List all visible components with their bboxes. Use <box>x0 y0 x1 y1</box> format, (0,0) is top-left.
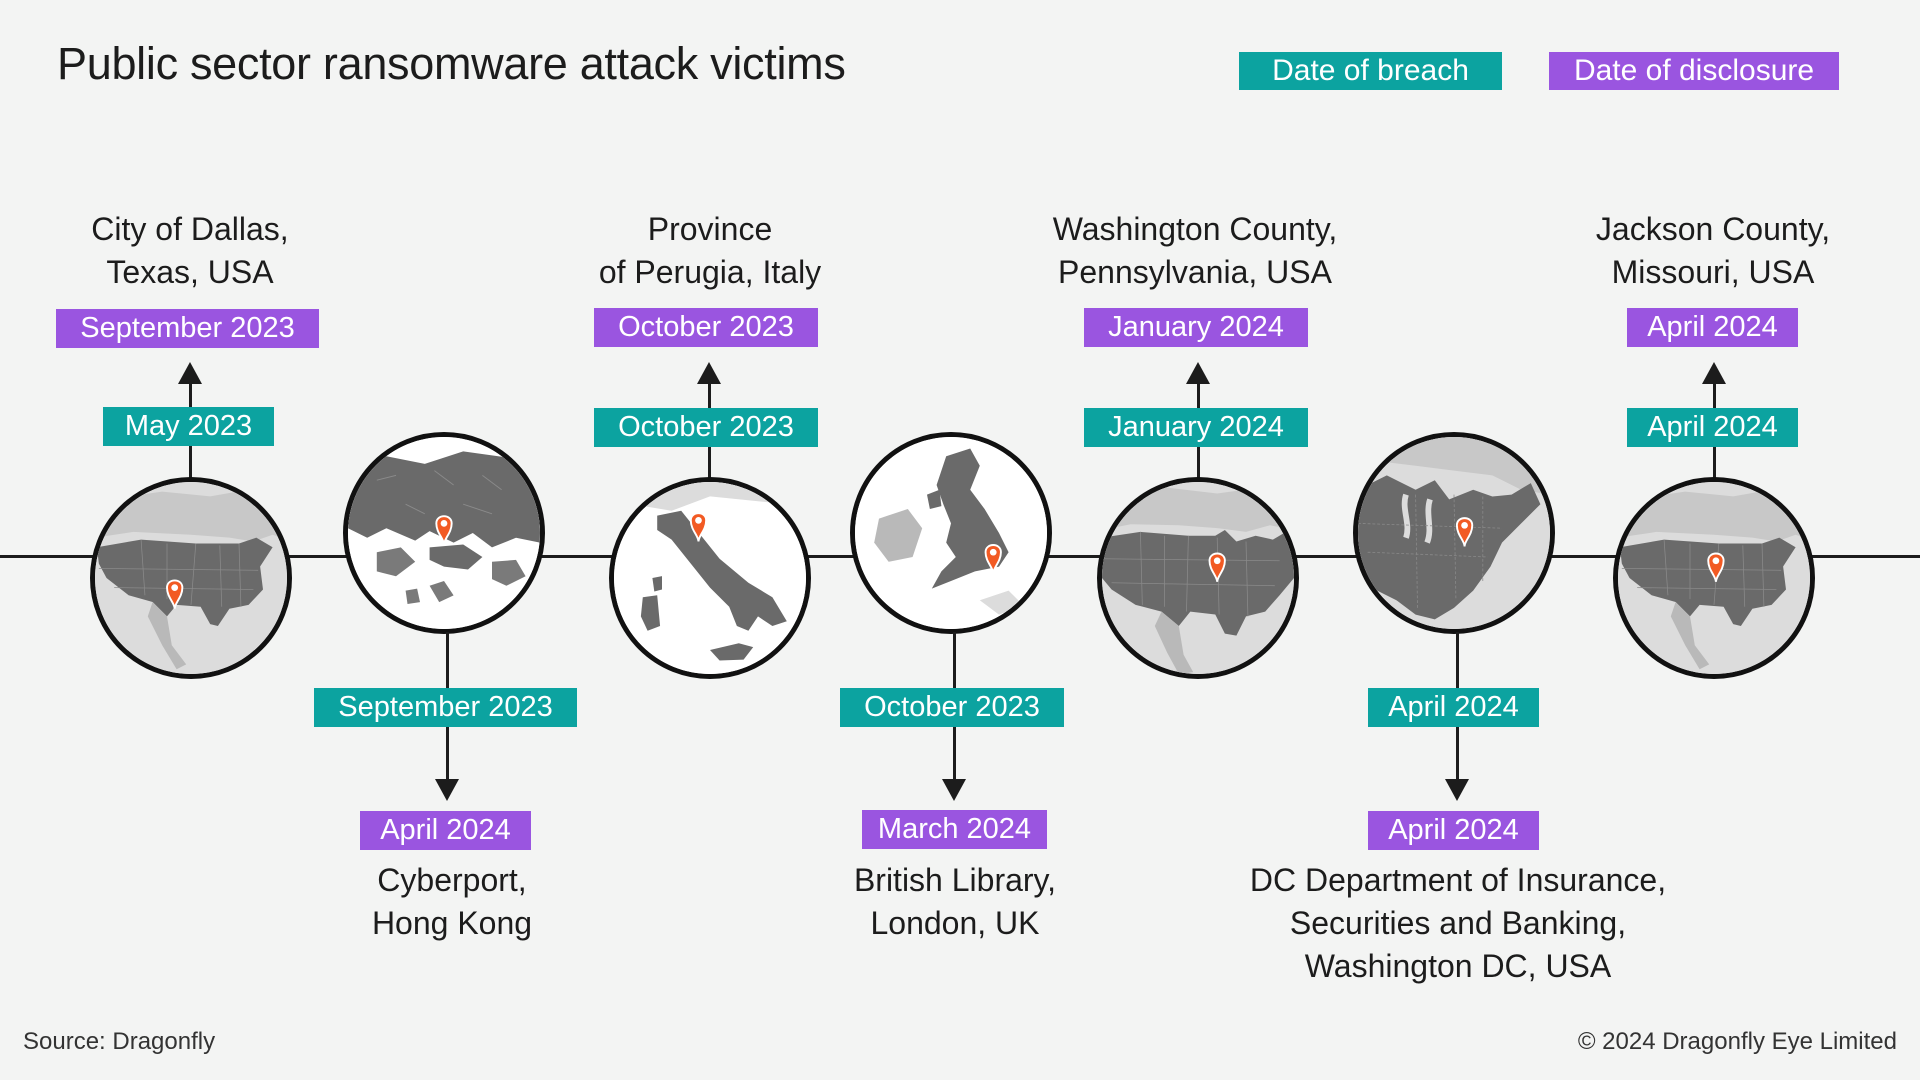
italy-map-icon <box>609 477 811 679</box>
usa-map-icon <box>1097 477 1299 679</box>
uk-map-icon <box>850 432 1052 634</box>
arrow-up-icon <box>697 362 721 384</box>
page-title: Public sector ransomware attack victims <box>57 38 846 89</box>
disclosure-date-tag: September 2023 <box>56 309 319 348</box>
breach-date-tag: May 2023 <box>103 407 274 446</box>
breach-date-tag: April 2024 <box>1627 408 1798 447</box>
event-place: DC Department of Insurance,Securities an… <box>1249 862 1667 984</box>
breach-date-tag: April 2024 <box>1368 688 1539 727</box>
breach-date-tag: October 2023 <box>840 688 1064 727</box>
event-place: Washington County,Pennsylvania, USA <box>1052 211 1338 290</box>
disclosure-date-tag: April 2024 <box>1627 308 1798 347</box>
legend-breach: Date of breach <box>1239 52 1502 90</box>
usa-map-icon <box>1613 477 1815 679</box>
event-place: British Library,London, UK <box>853 862 1057 941</box>
breach-date-tag: September 2023 <box>314 688 577 727</box>
legend-disclosure: Date of disclosure <box>1549 52 1839 90</box>
disclosure-date-tag: January 2024 <box>1084 308 1308 347</box>
arrow-up-icon <box>1186 362 1210 384</box>
event-place: Cyberport,Hong Kong <box>371 862 533 941</box>
copyright-note: © 2024 Dragonfly Eye Limited <box>1577 1028 1897 1055</box>
arrow-down-icon <box>942 779 966 801</box>
source-note: Source: Dragonfly <box>23 1028 216 1055</box>
event-place: Jackson County,Missouri, USA <box>1595 211 1831 290</box>
breach-date-tag: October 2023 <box>594 408 818 447</box>
disclosure-date-tag: October 2023 <box>594 308 818 347</box>
arrow-up-icon <box>1702 362 1726 384</box>
breach-date-tag: January 2024 <box>1084 408 1308 447</box>
arrow-up-icon <box>178 362 202 384</box>
disclosure-date-tag: March 2024 <box>862 810 1047 849</box>
arrow-down-icon <box>435 779 459 801</box>
usa-map-icon <box>90 477 292 679</box>
disclosure-date-tag: April 2024 <box>360 811 531 850</box>
us-east-coast-map-icon <box>1353 432 1555 634</box>
disclosure-date-tag: April 2024 <box>1368 811 1539 850</box>
event-place: City of Dallas,Texas, USA <box>91 211 289 290</box>
hong-kong-map-icon <box>343 432 545 634</box>
arrow-down-icon <box>1445 779 1469 801</box>
